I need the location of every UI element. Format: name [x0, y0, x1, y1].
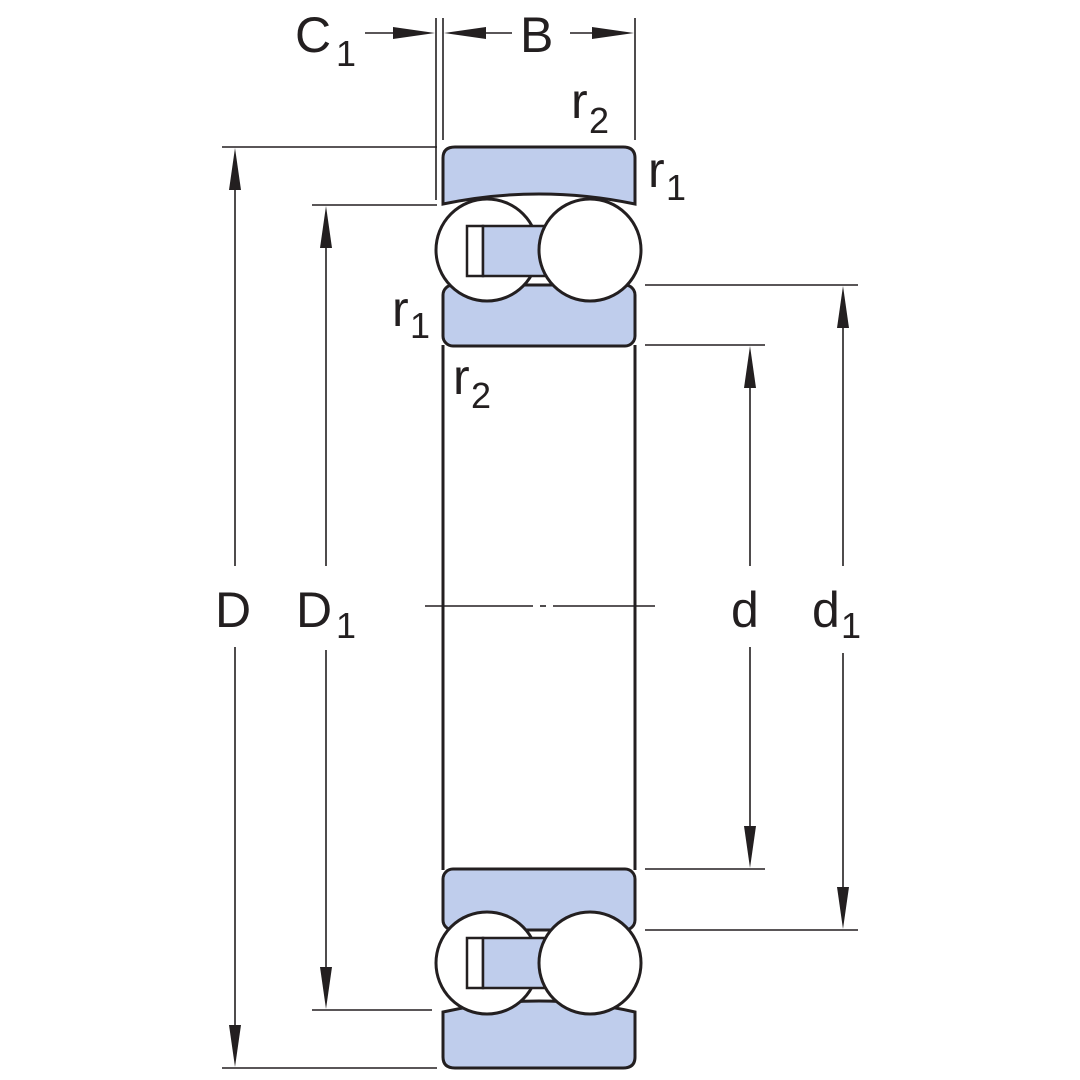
cage-top-white [465, 224, 485, 278]
svg-text:1: 1 [410, 305, 430, 346]
svg-text:r: r [392, 281, 409, 337]
dimension-D [229, 148, 241, 1067]
top-section [434, 145, 643, 348]
svg-text:2: 2 [589, 100, 609, 141]
label-d: d [731, 582, 759, 638]
svg-text:r: r [571, 73, 588, 129]
label-r2-top: r 2 [571, 73, 609, 141]
svg-text:1: 1 [666, 167, 686, 208]
svg-text:d: d [812, 582, 840, 638]
ball-right-top [537, 197, 643, 303]
svg-text:1: 1 [841, 605, 861, 646]
ball-right-bottom [537, 910, 643, 1016]
bottom-section [434, 867, 643, 1070]
dimension-d1 [837, 286, 849, 929]
label-D1: D 1 [296, 582, 356, 646]
svg-text:r: r [648, 142, 665, 198]
svg-text:r: r [453, 349, 470, 405]
svg-text:d: d [731, 582, 759, 638]
svg-text:B: B [520, 7, 553, 63]
extension-lines [222, 18, 858, 1069]
cage-bottom [481, 936, 547, 990]
svg-text:D: D [296, 582, 332, 638]
label-C1: C 1 [295, 7, 356, 74]
outer-ring-top [441, 145, 637, 206]
label-D: D [215, 582, 251, 638]
label-r2-left: r 2 [453, 349, 491, 416]
cage-bottom-white [465, 936, 485, 990]
svg-text:1: 1 [336, 33, 356, 74]
bearing-side-lines [441, 345, 637, 870]
svg-text:D: D [215, 582, 251, 638]
label-d1: d 1 [812, 582, 861, 646]
label-r1-left: r 1 [392, 281, 430, 346]
label-B: B [520, 7, 553, 63]
dimension-D1 [320, 206, 332, 1009]
dimension-B [444, 27, 634, 39]
dimension-d [744, 346, 756, 868]
cage-top [481, 224, 547, 278]
svg-text:2: 2 [471, 375, 491, 416]
dimension-C1 [365, 27, 435, 39]
label-r1-top: r 1 [648, 142, 686, 208]
svg-text:1: 1 [336, 605, 356, 646]
svg-text:C: C [295, 7, 331, 63]
